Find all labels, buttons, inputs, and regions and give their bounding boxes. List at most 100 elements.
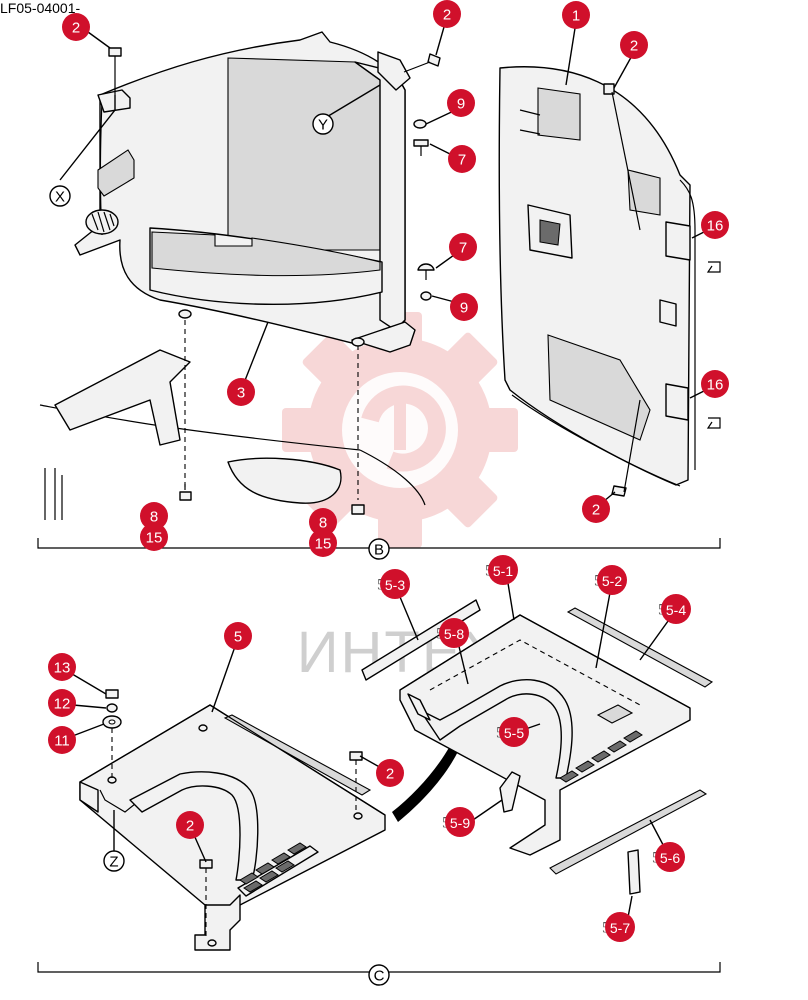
- callout-11[interactable]: 11: [48, 726, 76, 754]
- callout-label: 15: [315, 536, 332, 553]
- callout-label: 2: [592, 502, 600, 519]
- callout-bubble: [62, 13, 90, 41]
- callout-5-1[interactable]: 55-1: [485, 555, 518, 585]
- callout-label: 5-4: [666, 602, 686, 618]
- callout-label: 5-9: [450, 815, 470, 831]
- callout-label: 13: [54, 660, 71, 677]
- callout-9[interactable]: 9: [450, 293, 478, 321]
- callout-bubble: [655, 842, 685, 872]
- callout-16[interactable]: 16: [701, 211, 729, 239]
- callout-2[interactable]: 2: [376, 759, 404, 787]
- callout-bubble: [376, 759, 404, 787]
- callout-5-9[interactable]: 55-9: [442, 807, 475, 837]
- bolt-2-stand-right: [349, 751, 363, 812]
- callout-2[interactable]: 2: [433, 0, 461, 28]
- drawing-code: LF05-04001-: [0, 0, 81, 16]
- washer-12: [106, 703, 118, 713]
- callout-label: 8: [150, 509, 158, 526]
- callout-bubble: [433, 0, 461, 28]
- callout-5-3[interactable]: 55-3: [377, 569, 410, 599]
- callout-label: 8: [319, 515, 327, 532]
- clip-16-lower: [706, 417, 721, 429]
- bolt-2-stand-left: [199, 859, 213, 940]
- callout-5-6[interactable]: 55-6: [652, 842, 685, 872]
- detail-view-z: Z: [103, 850, 125, 872]
- callout-7[interactable]: 7: [449, 233, 477, 261]
- detail-view-y: Y: [312, 113, 334, 135]
- callout-bubble: [48, 689, 76, 717]
- seat-stand-assembly: [79, 704, 386, 951]
- callout-label: 9: [460, 300, 468, 317]
- exploded-rail-slots: [559, 730, 643, 783]
- callout-15[interactable]: 15: [309, 529, 337, 557]
- callout-layer: 2212977916163281581551312112255-155-255-…: [48, 0, 729, 942]
- callout-16[interactable]: 16: [701, 370, 729, 398]
- callout-bubble: [562, 1, 590, 29]
- callout-bubble: [445, 807, 475, 837]
- callout-label: 5-8: [444, 626, 464, 642]
- screw-7-upper: [413, 139, 429, 156]
- callout-5-8[interactable]: 55-8: [436, 618, 469, 648]
- callout-2[interactable]: 2: [582, 495, 610, 523]
- callout-5-7[interactable]: 55-7: [602, 912, 635, 942]
- callout-bubble: [701, 370, 729, 398]
- callout-bubble: [701, 211, 729, 239]
- explode-arrow: [392, 730, 464, 822]
- vent-grille: [85, 209, 119, 235]
- bolt-2-top-left: [108, 47, 122, 95]
- floor-structure: [39, 349, 426, 520]
- callout-bubble: [450, 293, 478, 321]
- callout-label: 5-3: [385, 577, 405, 593]
- callout-label: 16: [707, 218, 724, 235]
- callout-13[interactable]: 13: [48, 653, 76, 681]
- seat-rail-slots: [239, 842, 307, 893]
- callout-label: 2: [443, 7, 451, 24]
- callout-bubble: [499, 717, 529, 747]
- callout-label: 2: [186, 818, 194, 835]
- callout-label: 2: [72, 20, 80, 37]
- callout-3[interactable]: 3: [227, 378, 255, 406]
- svg-text:Y: Y: [318, 117, 328, 134]
- callout-5[interactable]: 5: [224, 622, 252, 650]
- callout-1[interactable]: 1: [562, 1, 590, 29]
- callout-bubble: [227, 378, 255, 406]
- callout-bubble: [309, 529, 337, 557]
- callout-bubble: [605, 912, 635, 942]
- left-side-panel: [74, 31, 416, 353]
- callout-2[interactable]: 2: [176, 811, 204, 839]
- callout-7[interactable]: 7: [448, 145, 476, 173]
- callout-5-2[interactable]: 55-2: [594, 565, 627, 595]
- callout-label: 2: [386, 766, 394, 783]
- callout-label: 5-7: [610, 920, 630, 936]
- callout-2[interactable]: 2: [620, 31, 648, 59]
- bolt-8-right: [351, 337, 365, 515]
- bolt-8-left: [178, 309, 192, 501]
- washer-9-lower: [420, 291, 432, 301]
- svg-text:C: C: [374, 968, 385, 985]
- callout-8[interactable]: 8: [309, 508, 337, 536]
- svg-text:X: X: [55, 189, 65, 206]
- callout-label: 15: [146, 530, 163, 547]
- rear-right-panel: [498, 66, 696, 487]
- callout-9[interactable]: 9: [447, 89, 475, 117]
- callout-2[interactable]: 2: [62, 13, 90, 41]
- callout-8[interactable]: 8: [140, 502, 168, 530]
- callout-5-5[interactable]: 55-5: [496, 717, 529, 747]
- washer-9-upper: [413, 119, 427, 129]
- callout-bubble: [48, 653, 76, 681]
- clip-7-lower: [417, 263, 435, 280]
- callout-label: 7: [458, 152, 466, 169]
- callout-label: 12: [54, 696, 71, 713]
- callout-bubble: [449, 233, 477, 261]
- callout-bubble: [447, 89, 475, 117]
- bolt-2-right: [603, 83, 641, 231]
- callout-bubble: [448, 145, 476, 173]
- callout-label: 5-1: [493, 563, 513, 579]
- callout-label: 1: [572, 8, 580, 25]
- callout-12[interactable]: 12: [48, 689, 76, 717]
- callout-5-4[interactable]: 55-4: [658, 594, 691, 624]
- section-view-b: B: [368, 538, 390, 560]
- callout-15[interactable]: 15: [140, 523, 168, 551]
- callout-label: 5-5: [504, 725, 524, 741]
- callout-label: 11: [54, 733, 70, 750]
